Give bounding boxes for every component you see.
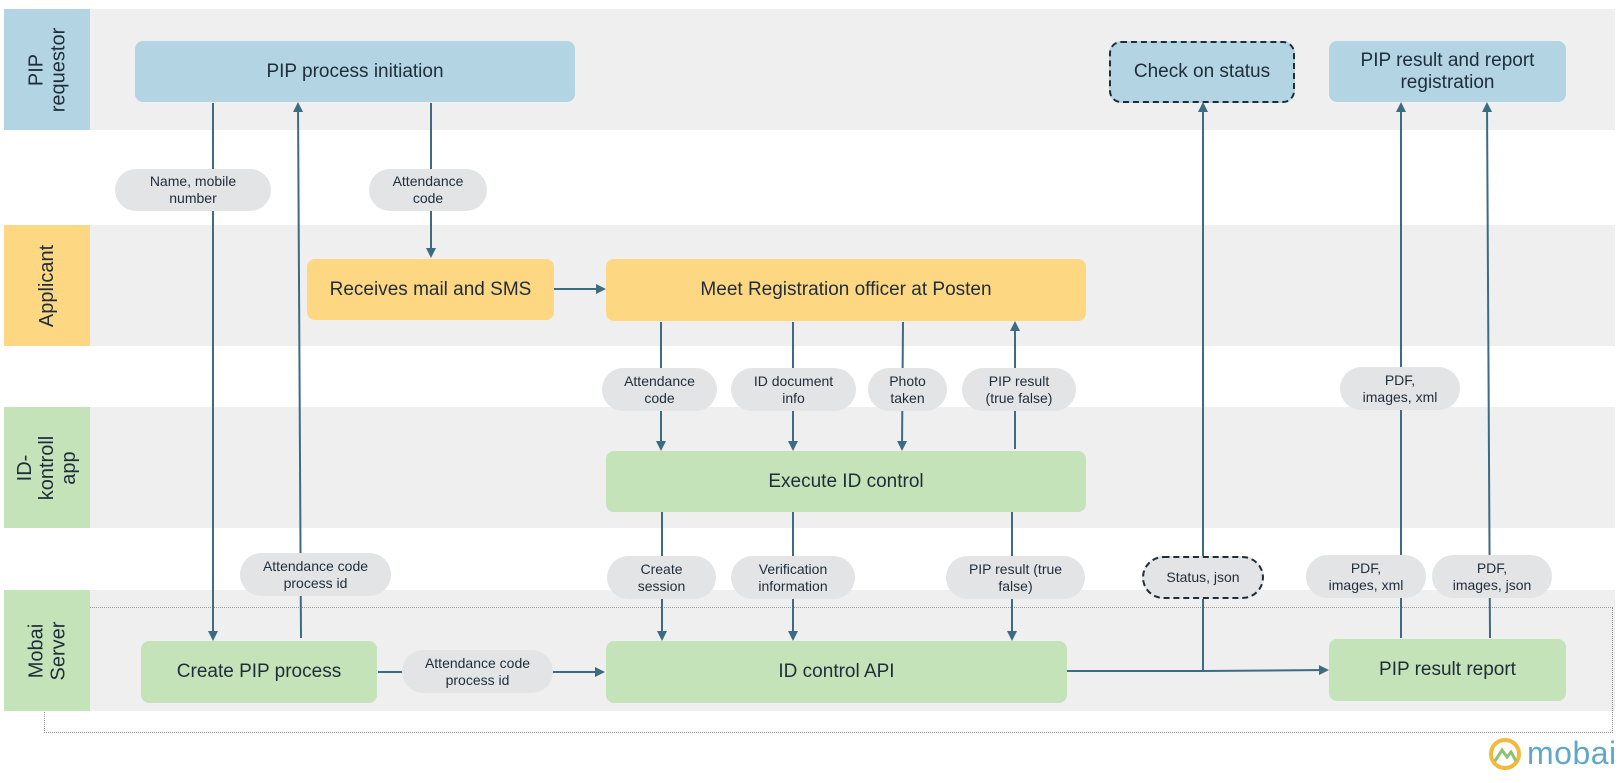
pip-process-initiation-text: PIP process initiation bbox=[266, 60, 444, 82]
label-attendance-code-process-id-bottom: Attendance code process id bbox=[402, 650, 553, 693]
pip-result-registration-text: PIP result and report registration bbox=[1360, 49, 1535, 93]
lane-label-applicant: Applicant bbox=[4, 225, 90, 346]
arrow-api-to-report bbox=[1067, 665, 1329, 676]
label-attendance-code-mid: Attendance code bbox=[602, 368, 717, 411]
label-attendance-code-process-id-left: Attendance code process id bbox=[240, 553, 391, 596]
label-pdf-images-json: PDF, images, json bbox=[1432, 555, 1552, 598]
label-attendance-code-top: Attendance code bbox=[369, 169, 487, 211]
pip-result-registration-box: PIP result and report registration bbox=[1329, 41, 1566, 102]
label-status-json: Status, json bbox=[1142, 556, 1264, 599]
arrow-report-to-registration-2 bbox=[1482, 102, 1493, 639]
execute-id-control-box: Execute ID control bbox=[606, 451, 1086, 512]
meet-registration-officer-text: Meet Registration officer at Posten bbox=[700, 279, 992, 300]
create-pip-process-text: Create PIP process bbox=[176, 661, 342, 682]
pip-result-report-box: PIP result report bbox=[1329, 639, 1566, 701]
label-pip-result-true-false-lower: PIP result (true false) bbox=[946, 556, 1085, 599]
lane-label-pip-requestor: PIP requestor bbox=[4, 9, 90, 130]
lane-label-id-kontroll-app: ID- kontroll app bbox=[4, 407, 90, 528]
mobai-logo-text: mobai bbox=[1527, 735, 1617, 771]
mobai-logo: mobai bbox=[1487, 735, 1617, 772]
label-id-document-info: ID document info bbox=[731, 368, 856, 411]
lane-label-mobai-server: Mobai Server bbox=[4, 590, 90, 711]
id-control-api-text: ID control API bbox=[778, 661, 895, 682]
label-pip-result-true-false: PIP result (true false) bbox=[962, 368, 1076, 411]
label-verification-information: Verification information bbox=[731, 556, 855, 599]
check-on-status-text: Check on status bbox=[1133, 61, 1271, 82]
label-name-mobile: Name, mobile number bbox=[115, 169, 271, 211]
create-pip-process-box: Create PIP process bbox=[141, 641, 377, 703]
receives-mail-sms-box: Receives mail and SMS bbox=[307, 259, 554, 320]
mobai-logo-icon bbox=[1489, 737, 1521, 770]
label-pdf-images-xml-lower: PDF, images, xml bbox=[1306, 555, 1426, 598]
label-create-session: Create session bbox=[607, 556, 716, 599]
pip-process-initiation-box: PIP process initiation bbox=[135, 41, 575, 102]
meet-registration-officer-box: Meet Registration officer at Posten bbox=[606, 259, 1086, 321]
label-pdf-images-xml-upper: PDF, images, xml bbox=[1340, 367, 1460, 410]
check-on-status-box: Check on status bbox=[1109, 41, 1295, 103]
label-photo-taken: Photo taken bbox=[868, 368, 947, 411]
id-control-api-box: ID control API bbox=[606, 641, 1067, 703]
pip-result-report-text: PIP result report bbox=[1379, 659, 1516, 680]
arrow-create-to-initiation bbox=[293, 102, 304, 639]
execute-id-control-text: Execute ID control bbox=[768, 470, 924, 492]
receives-mail-sms-text: Receives mail and SMS bbox=[329, 278, 532, 300]
